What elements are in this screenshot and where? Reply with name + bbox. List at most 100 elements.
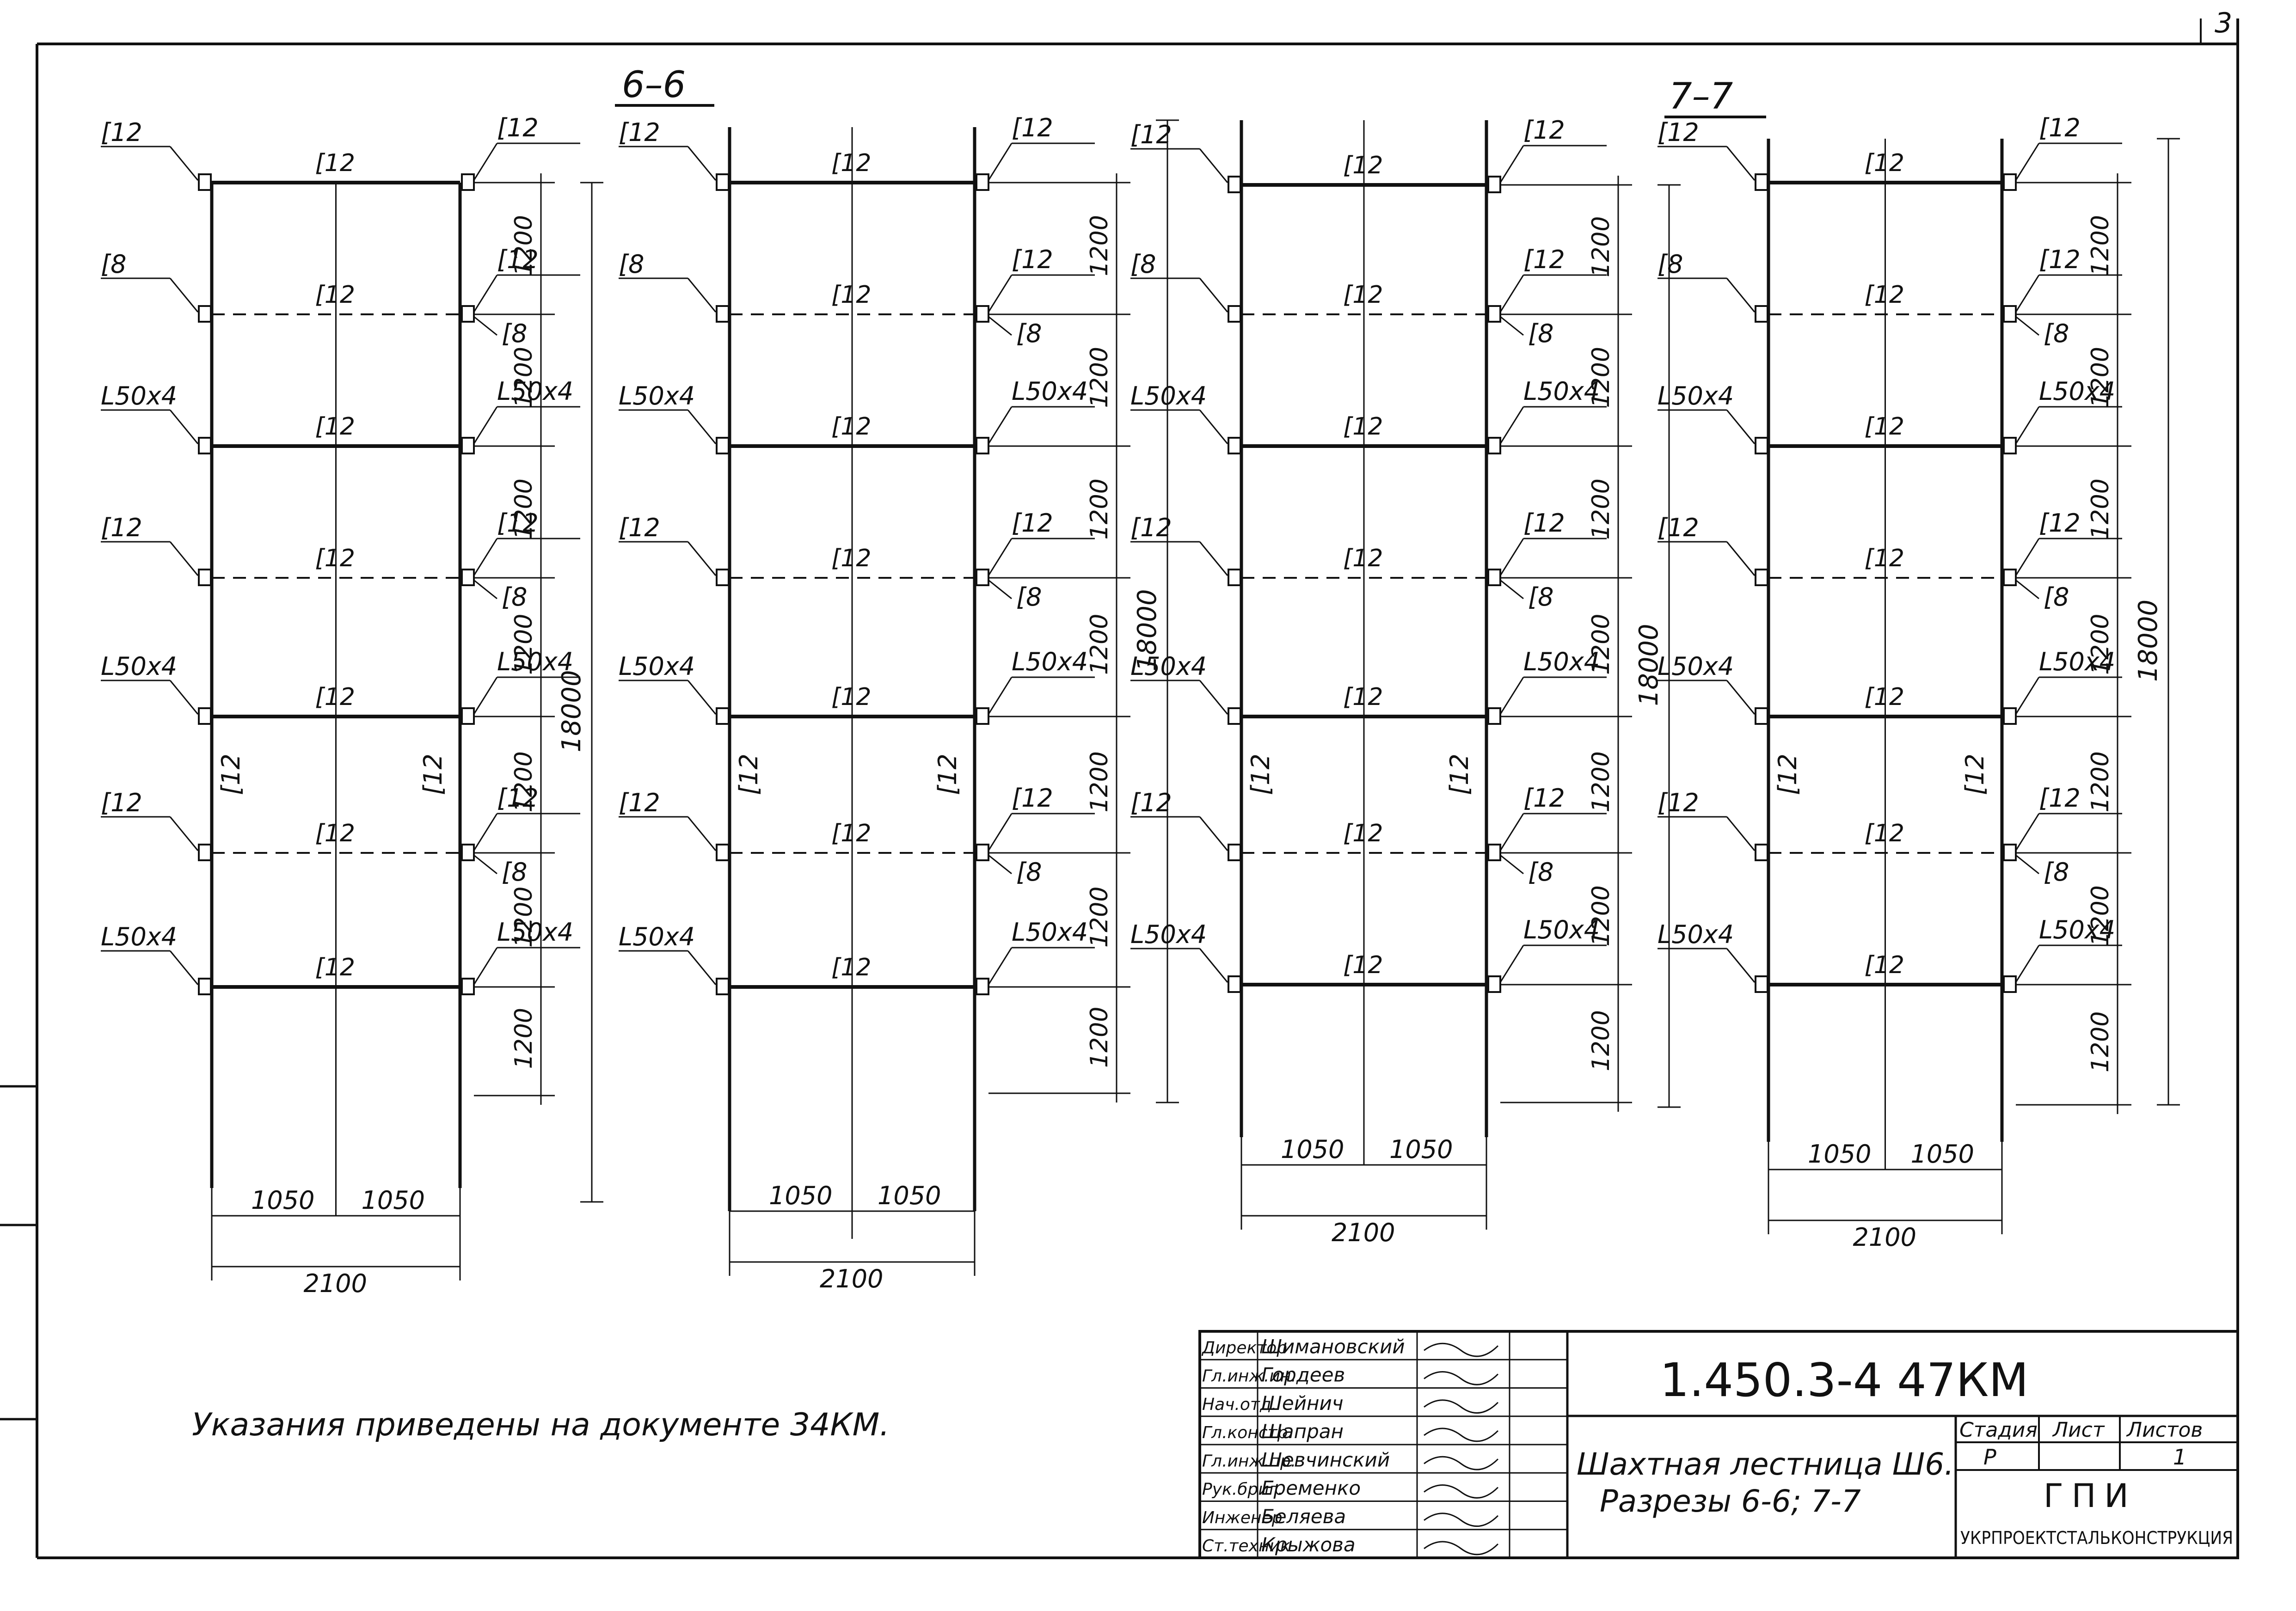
dimension-1200: 1200: [510, 347, 538, 408]
connector-mark: [1228, 975, 1241, 993]
leader-line: [1199, 816, 1228, 851]
leader-line: [1499, 538, 1524, 576]
signature-role: Гл.инж.пр.: [1202, 1452, 1296, 1470]
callout-label: [12: [619, 118, 660, 147]
handwritten-signature: [1424, 1342, 1499, 1357]
connector-mark: [2003, 844, 2017, 861]
signature-role: Рук.бриг.: [1202, 1480, 1283, 1499]
rung-label: [12: [831, 149, 871, 177]
connector-mark: [1487, 437, 1501, 454]
rung-label: [12: [831, 281, 871, 309]
leader-line: [169, 410, 199, 444]
dimension-1200: 1200: [510, 215, 538, 276]
callout-label: [12: [1523, 784, 1565, 813]
leader-line: [169, 816, 199, 851]
callout-label: [8: [2044, 319, 2069, 348]
callout-label: L50x4: [2039, 915, 2115, 944]
signature-name: Крыжова: [1261, 1533, 1356, 1556]
dimension-18000: 18000: [2133, 600, 2163, 682]
connector-mark: [1755, 305, 1768, 323]
callout-label: L50x4: [1130, 652, 1207, 681]
callout-label: L50x4: [1130, 920, 1207, 949]
callout-label: [12: [2039, 784, 2081, 813]
connector-mark: [1755, 437, 1768, 454]
connector-mark: [1755, 173, 1768, 191]
handwritten-signature: [1424, 1484, 1499, 1499]
callout-label: [8: [1528, 858, 1553, 887]
leader-line: [687, 146, 717, 181]
callout-label: L50x4: [101, 922, 177, 951]
post-label: [12: [1246, 753, 1275, 795]
callout-label: [12: [497, 784, 539, 813]
connector-mark: [461, 978, 475, 995]
leader-line: [473, 854, 497, 875]
dimension-2100: 2100: [1332, 1218, 1395, 1247]
handwritten-signature: [1424, 1513, 1499, 1527]
callout-label: [12: [1130, 788, 1172, 817]
signature-name: Шимановский: [1261, 1335, 1405, 1358]
leader-line: [988, 677, 1013, 715]
callout-label: [12: [497, 245, 539, 274]
connector-mark: [716, 978, 730, 995]
leader-line: [1500, 316, 1524, 336]
section-title: 7–7: [1669, 76, 1733, 117]
connector-mark: [976, 437, 989, 454]
connector-mark: [716, 305, 730, 323]
callout-label: [12: [497, 508, 539, 538]
callout-label: [12: [1130, 513, 1172, 542]
rung-label: [12: [315, 683, 355, 711]
dimension-18000: 18000: [1634, 624, 1664, 706]
dimension-1200: 1200: [1086, 751, 1113, 812]
connector-mark: [461, 569, 475, 586]
connector-mark: [2003, 305, 2017, 323]
post-label: [12: [418, 753, 448, 795]
leader-line: [2015, 316, 2039, 336]
leader-line: [1726, 410, 1756, 444]
leader-line: [988, 538, 1013, 576]
callout-label: L50x4: [1523, 915, 1600, 944]
rung-label: [12: [1343, 820, 1383, 847]
connector-mark: [1228, 437, 1241, 454]
dimension-1200: 1200: [510, 751, 538, 812]
signature-role: Гл.инж.ин.: [1202, 1367, 1296, 1386]
rung-label: [12: [1865, 545, 1904, 572]
leader-line: [1500, 854, 1524, 875]
leader-line: [1726, 541, 1756, 576]
leader-line: [2015, 945, 2040, 983]
drawing-subtitle: Разрезы 6-6; 7-7: [1600, 1483, 1861, 1519]
leader-line: [169, 950, 199, 985]
connector-mark: [198, 707, 212, 725]
organization-short: ГПИ: [2044, 1477, 2137, 1515]
dimension-1200: 1200: [1086, 887, 1113, 948]
signature-name: Еременко: [1261, 1477, 1361, 1500]
dimension-1200: 1200: [1086, 478, 1113, 539]
callout-label: L50x4: [1012, 918, 1088, 947]
dimension-1050: 1050: [251, 1186, 314, 1215]
leader-line: [988, 316, 1012, 336]
callout-label: [12: [1523, 245, 1565, 274]
connector-mark: [716, 707, 730, 725]
connector-mark: [1487, 569, 1501, 586]
leader-line: [1500, 579, 1524, 600]
callout-label: [12: [1523, 116, 1565, 145]
connector-mark: [198, 569, 212, 586]
dimension-2100: 2100: [1853, 1223, 1916, 1252]
callout-label: L50x4: [1012, 377, 1088, 406]
connector-mark: [1228, 305, 1241, 323]
rung-label: [12: [1343, 152, 1383, 179]
rung-label: [12: [831, 683, 871, 711]
stage-header: Стадия: [1959, 1418, 2038, 1442]
ladder-frame: [12[12[12[12[12[12[12[12[8L50x4[12L50x4[…: [619, 113, 1179, 1293]
signature-name: Беляева: [1261, 1505, 1346, 1528]
leader-line: [687, 816, 717, 851]
dimension-1200: 1200: [510, 614, 538, 675]
callout-label: [12: [1012, 245, 1053, 274]
rung-label: [12: [315, 954, 355, 981]
ladder-frame: [12[12[12[12[12[12[12[12[8L50x4[12L50x4[…: [1130, 116, 1681, 1247]
dimension-18000: 18000: [1132, 589, 1162, 671]
callout-label: L50x4: [619, 922, 695, 951]
leader-line: [1199, 680, 1228, 715]
connector-mark: [461, 173, 475, 191]
leader-line: [473, 143, 498, 181]
